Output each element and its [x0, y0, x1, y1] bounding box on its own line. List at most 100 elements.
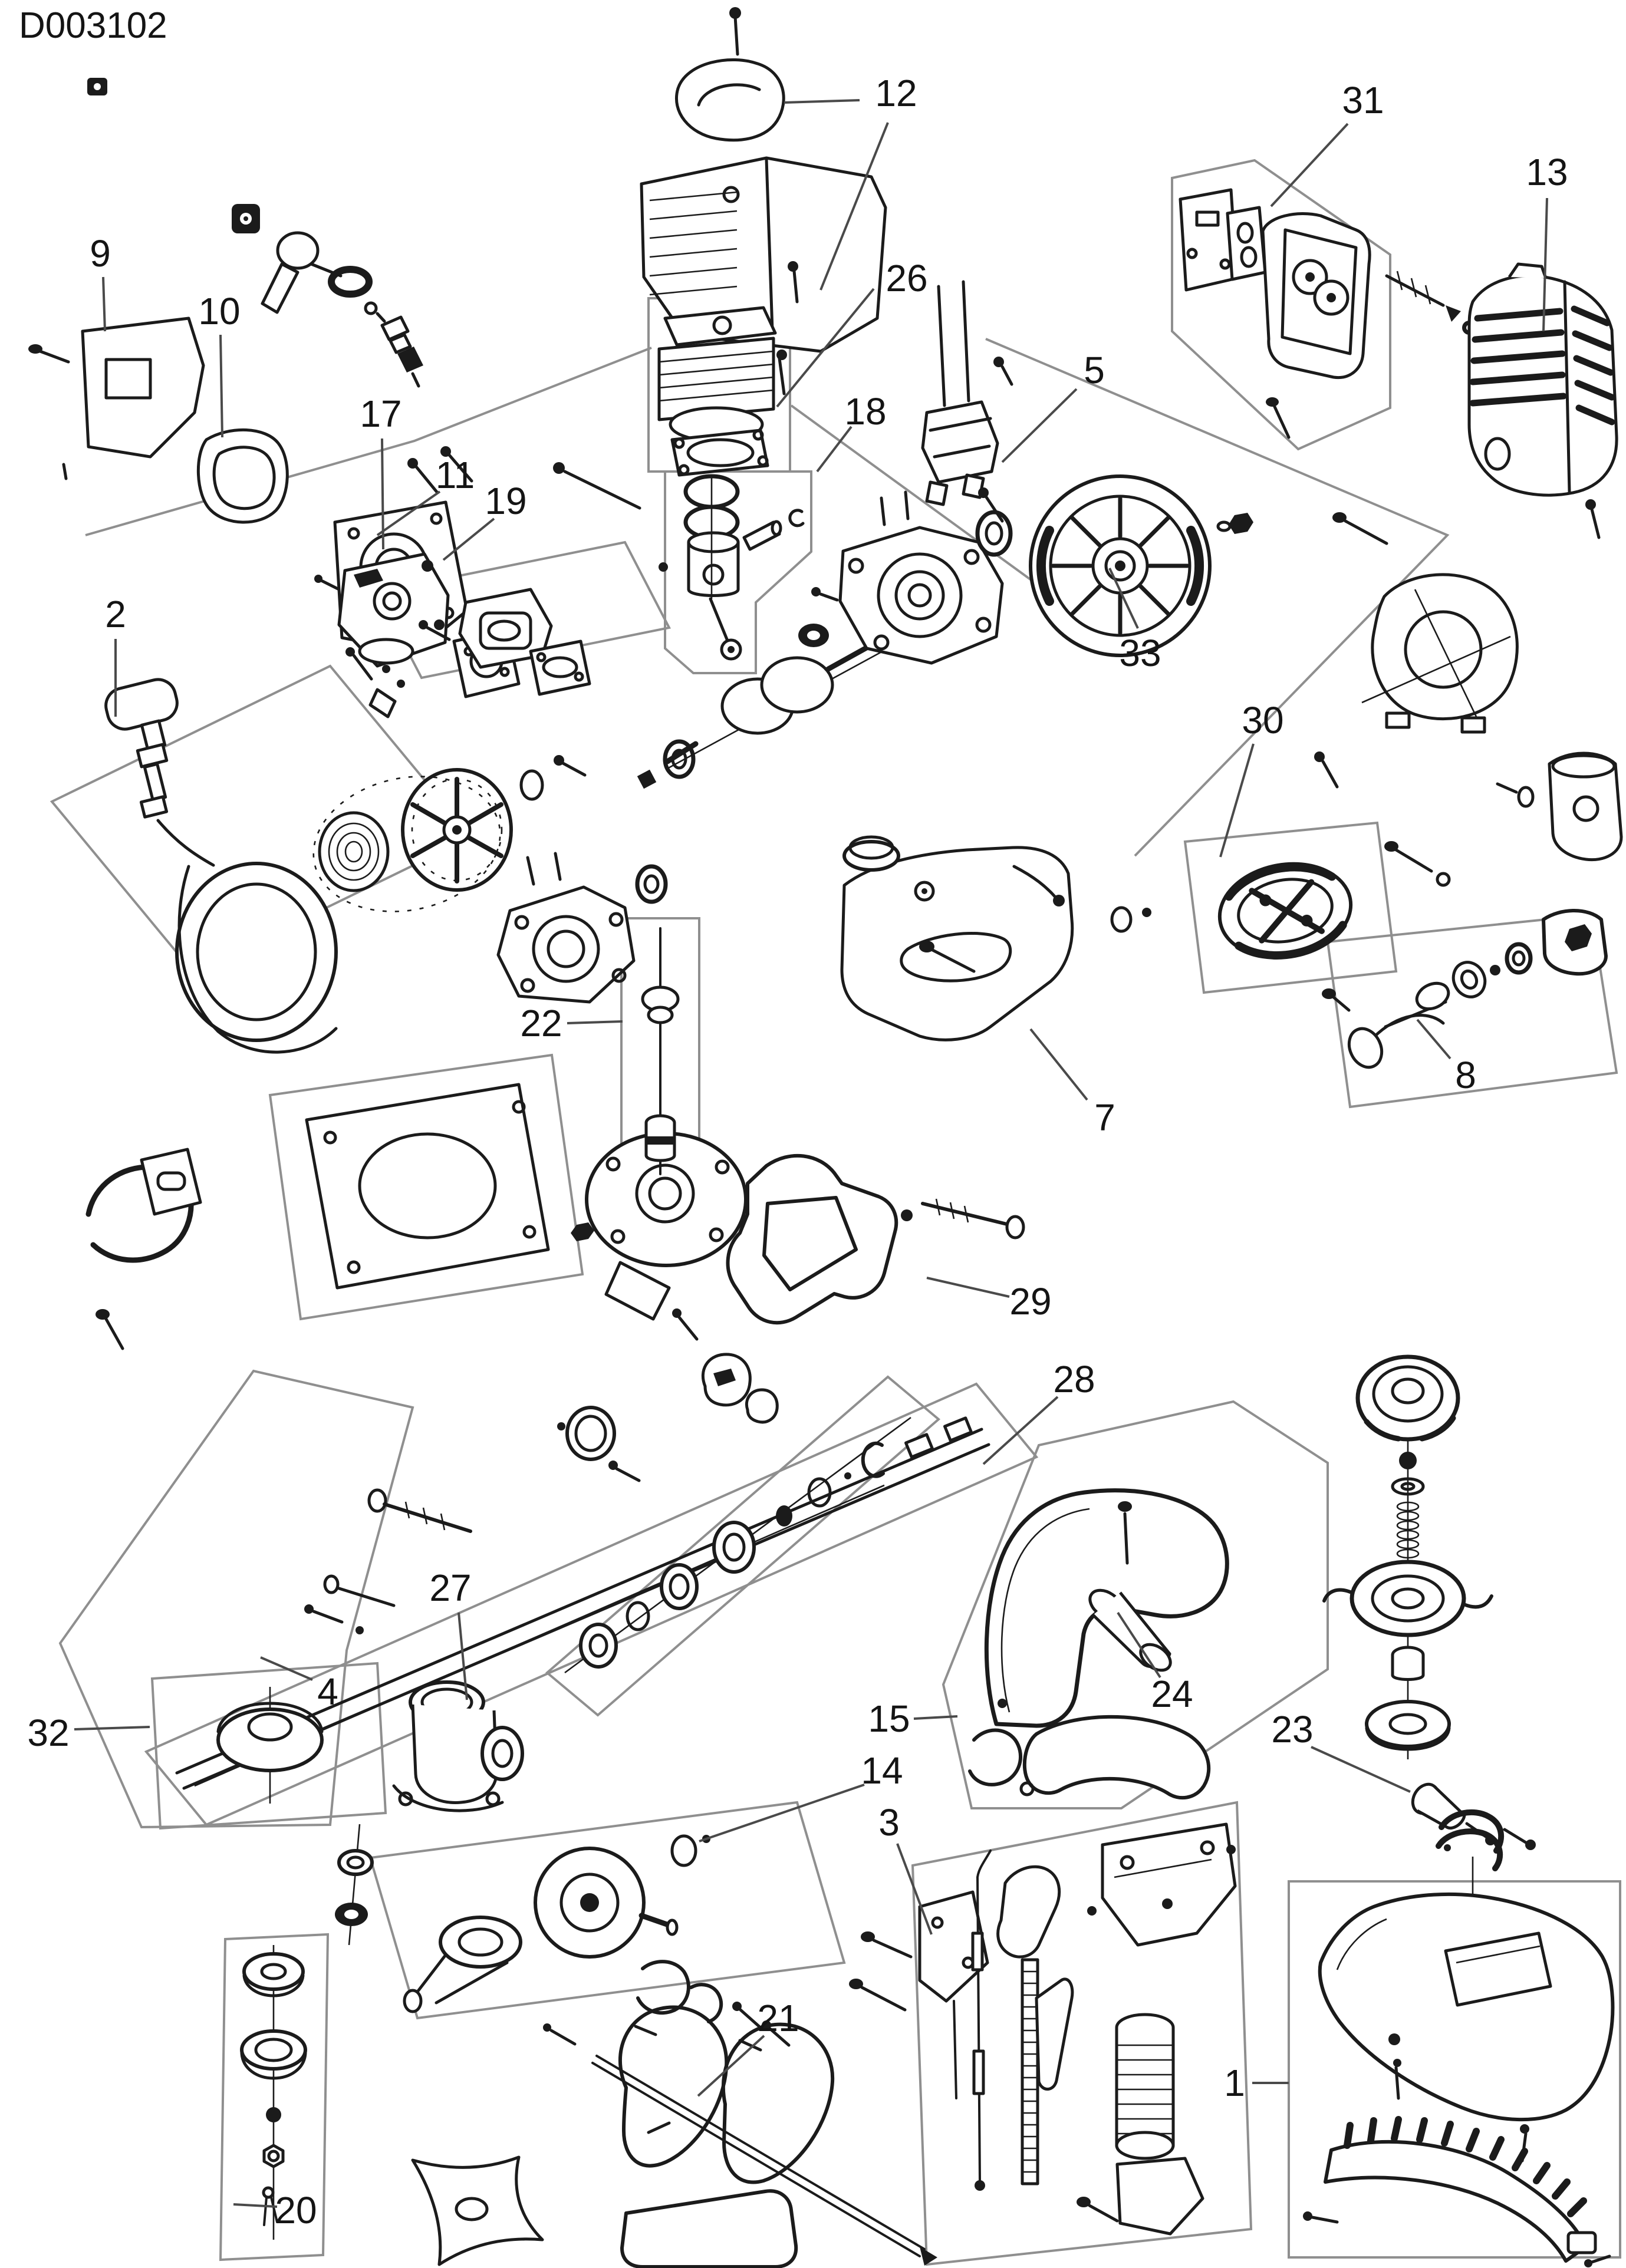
kill-switch-clip-sketch — [87, 78, 260, 233]
kit-box-3 — [911, 1801, 1253, 2266]
part-label-3: 3 — [878, 1801, 900, 1844]
part-label-33: 33 — [1119, 632, 1161, 674]
kit-box-18 — [664, 470, 812, 674]
part-label-24: 24 — [1151, 1673, 1193, 1715]
guard-sketch — [1303, 1809, 1615, 2267]
kit-box-30 — [1183, 821, 1398, 994]
muffler-sketch — [1179, 188, 1476, 439]
rear-handle-bracket-sketch — [85, 1148, 202, 1350]
air-filter-element-sketch — [196, 428, 289, 524]
recoil-starter-sketch — [104, 678, 587, 1054]
part-label-28: 28 — [1053, 1358, 1095, 1400]
leader-line-22 — [567, 1020, 623, 1024]
leader-line-7 — [1029, 1028, 1088, 1101]
ignition-coil-sketch — [921, 280, 1013, 523]
document-id: D003102 — [19, 5, 167, 46]
part-label-17: 17 — [360, 393, 401, 435]
leader-line-32 — [74, 1726, 150, 1730]
leader-line-29 — [926, 1277, 1010, 1298]
engine-cover-sketch — [640, 156, 887, 395]
cylinder-sketch — [657, 261, 799, 477]
kit-box-32 — [150, 1662, 387, 1830]
part-label-2: 2 — [105, 593, 126, 635]
leader-line-33 — [1108, 568, 1139, 629]
part-label-29: 29 — [1009, 1280, 1051, 1323]
crankcase-right-sketch — [798, 490, 1013, 665]
fan-housing-sketch — [1314, 512, 1519, 789]
leader-line-9 — [102, 276, 106, 332]
part-label-11: 11 — [436, 454, 475, 496]
part-label-19: 19 — [485, 480, 526, 522]
part-label-13: 13 — [1526, 151, 1568, 193]
kit-box-28 — [144, 1382, 1039, 1827]
throttle-control-sketch — [849, 1822, 1237, 2236]
crankcase-left-sketch — [496, 852, 668, 1004]
clutch-hardware-sketch — [1110, 751, 1623, 933]
kit-box-20 — [219, 1933, 330, 2262]
kit-box-31 — [1171, 159, 1391, 451]
clutch-sketch — [1217, 862, 1353, 960]
leader-line-12-1 — [819, 122, 889, 291]
part-label-30: 30 — [1242, 699, 1283, 741]
intake-manifold-sketch — [419, 588, 591, 696]
part-label-18: 18 — [844, 390, 886, 433]
part-label-20: 20 — [275, 2189, 317, 2231]
grip-tube-sketch — [1088, 1588, 1172, 1672]
part-label-8: 8 — [1455, 1054, 1476, 1096]
part-label-27: 27 — [429, 1567, 471, 1609]
flywheel-sketch — [1029, 474, 1253, 657]
part-label-9: 9 — [90, 232, 111, 275]
part-label-21: 21 — [757, 1997, 799, 2039]
stop-switch-housing-sketch — [28, 317, 205, 480]
leader-line-14 — [699, 1784, 865, 1842]
blade-flange-sketch — [216, 1687, 324, 1804]
starter-pawl-plate-sketch — [571, 1132, 748, 1341]
kit-box-4-arm — [545, 1375, 941, 1717]
leader-line-23 — [1311, 1746, 1411, 1793]
leader-line-11 — [376, 490, 441, 536]
leader-line-18 — [816, 426, 853, 473]
leader-line-26 — [776, 288, 875, 408]
part-label-14: 14 — [861, 1749, 903, 1792]
part-label-12: 12 — [875, 72, 917, 114]
leader-line-24 — [1117, 1611, 1161, 1679]
leader-line-19 — [442, 517, 495, 561]
kit-box-8 — [1326, 913, 1618, 1109]
crankcase-gasket-sketch — [305, 1083, 550, 1290]
blade-fixing-kit-sketch — [240, 1945, 307, 2240]
leader-line-28 — [982, 1396, 1059, 1465]
loop-handle-sketch — [968, 1488, 1229, 1800]
fuel-tank-sketch — [840, 835, 1074, 1041]
piston-kit-sketch — [659, 474, 805, 661]
part-label-22: 22 — [520, 1002, 562, 1044]
part-label-15: 15 — [868, 1697, 910, 1740]
kit-box-14 — [368, 1801, 846, 2020]
leader-line-13 — [1542, 197, 1548, 332]
fuel-cap-kit-sketch — [1322, 909, 1608, 1069]
leader-line-3 — [896, 1843, 933, 1935]
leader-line-30 — [1219, 743, 1255, 858]
part-label-23: 23 — [1271, 1708, 1313, 1751]
part-label-1: 1 — [1224, 2062, 1245, 2104]
tri-blade-sketch — [411, 2155, 544, 2266]
part-label-31: 31 — [1342, 79, 1384, 121]
kit-box-gasket — [268, 1053, 584, 1321]
muffler-cover-sketch — [1467, 262, 1618, 539]
kit-box-15 — [942, 1400, 1329, 1809]
part-label-7: 7 — [1094, 1096, 1115, 1139]
engine-mount-bracket-sketch — [726, 1153, 1025, 1325]
leader-line-31 — [1270, 123, 1349, 207]
part-label-5: 5 — [1084, 349, 1105, 391]
leader-line-5 — [1001, 388, 1078, 463]
trimmer-head-sketch — [1322, 1354, 1493, 1759]
kit-box-1 — [1288, 1880, 1621, 2259]
leader-line-4 — [260, 1656, 313, 1681]
spark-plug-sketch — [261, 231, 423, 388]
leader-line-20 — [233, 2203, 278, 2208]
leader-line-10 — [219, 334, 223, 438]
leader-line-21 — [697, 2035, 765, 2097]
air-filter-cover-sketch — [675, 7, 785, 142]
leader-line-27 — [457, 1612, 468, 1700]
